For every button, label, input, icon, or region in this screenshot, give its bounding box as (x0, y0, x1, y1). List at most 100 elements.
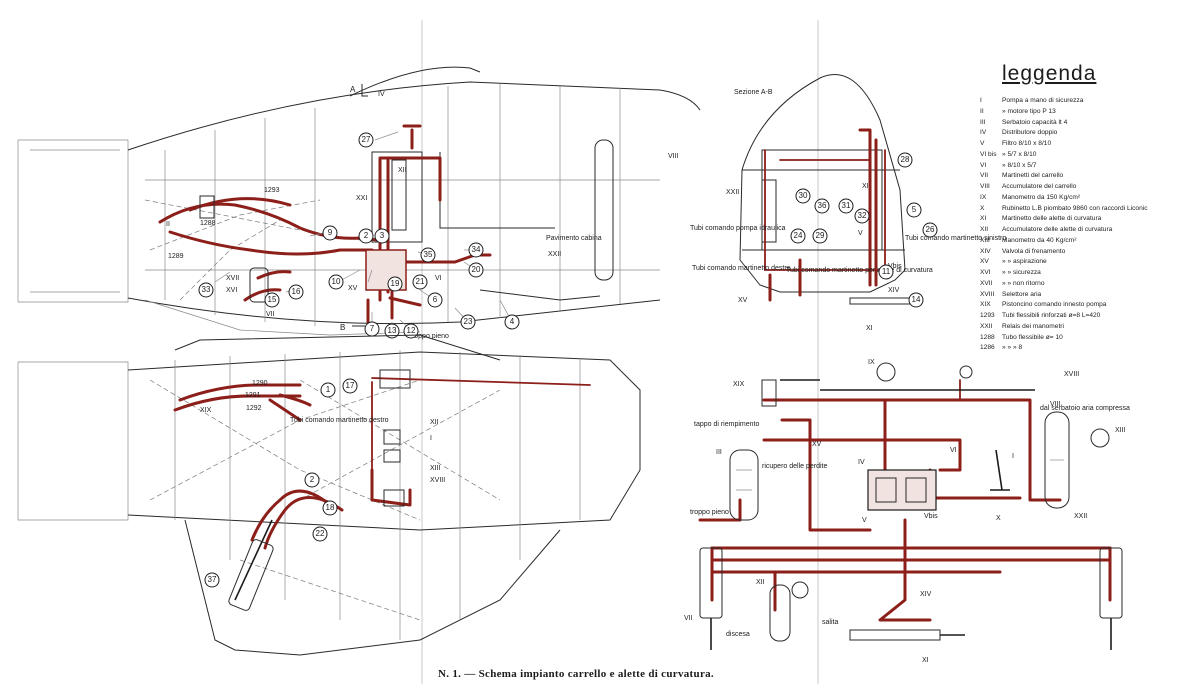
legend-item-text: Pompa a mano di sicurezza (1002, 97, 1084, 104)
svg-text:2: 2 (310, 475, 315, 484)
fuselage-plan-view: 1290 1291 1292 Tubi comando martinetto d… (17, 334, 641, 656)
svg-text:4: 4 (510, 317, 515, 326)
svg-text:17: 17 (346, 381, 355, 390)
svg-text:12: 12 (407, 326, 416, 335)
legend-item-code: III (980, 118, 986, 126)
callout: 3 (374, 228, 390, 244)
reservoir (729, 449, 759, 521)
tubi-alette-label: Tubi comando martinetto per alette di cu… (786, 267, 933, 274)
roman-label: XXII (726, 189, 739, 196)
svg-text:28: 28 (901, 155, 910, 164)
pressure-gauge (791, 581, 809, 599)
hose-1291-label: 1291 (245, 392, 261, 399)
legend-item: VI» 8/10 x 5/7 (980, 161, 1196, 172)
legend-item-text: Accumulatore delle alette di curvatura (1002, 226, 1113, 233)
svg-text:36: 36 (818, 201, 827, 210)
roman-label: VII (266, 311, 275, 318)
roman-label: XV (738, 297, 748, 304)
pressure-gauge-150 (876, 362, 896, 382)
svg-text:27: 27 (362, 135, 371, 144)
flap-cylinder (849, 629, 941, 641)
callout: 13 (384, 323, 400, 339)
roman-label: IV (378, 91, 385, 98)
legend-item-text: Martinetti del carrello (1002, 172, 1064, 180)
air-selector (959, 365, 973, 379)
roman-label: IV (858, 459, 865, 466)
callout: 28 (897, 152, 913, 168)
legend-item-code: X (980, 204, 985, 212)
hose-1288-label: 1288 (200, 220, 216, 227)
legend-item-text: » motore tipo P 13 (1002, 107, 1056, 115)
hose-1290-label: 1290 (252, 380, 268, 387)
svg-text:13: 13 (388, 326, 397, 335)
legend-item-text: Tubo flessibile ø= 10 (1002, 333, 1063, 341)
svg-text:37: 37 (208, 575, 217, 584)
roman-label: XXII (548, 251, 561, 258)
roman-label: V (858, 230, 863, 237)
section-title: Sezione A-B (734, 89, 773, 96)
svg-text:2: 2 (364, 231, 369, 240)
legend-item-text: Accumulatore del carrello (1002, 183, 1077, 190)
roman-label: XXII (1074, 513, 1087, 520)
discesa-label: discesa (726, 631, 750, 638)
callout: 12 (403, 323, 419, 339)
roman-label: VI (950, 447, 957, 454)
legend-item-text: » 8/10 x 5/7 (1002, 161, 1037, 169)
legend-item-code: 1288 (980, 333, 995, 341)
callout: 2 (358, 228, 374, 244)
legend-item-text: Distributore doppio (1002, 129, 1058, 137)
legend-item-code: V (980, 140, 985, 147)
callout: 24 (790, 228, 806, 244)
pavimento-label: Pavimento cabina (546, 235, 602, 242)
svg-text:5: 5 (912, 205, 917, 214)
legend-title: leggenda (1002, 62, 1097, 85)
tubi-martinetto-sinistro-label: Tubi comando martinetto sinistro (905, 235, 1006, 242)
legend-item-code: IX (980, 193, 987, 201)
legend-item-code: XVI (980, 269, 991, 276)
roman-label: X (996, 515, 1001, 522)
roman-label: XIX (200, 407, 212, 414)
roman-label: XII (430, 419, 439, 426)
callout: 9 (322, 225, 338, 241)
callout: 1 (320, 382, 336, 398)
callout: 17 (342, 378, 358, 394)
legend-item: XVI» » sicurezza (980, 268, 1196, 279)
svg-text:3: 3 (380, 231, 385, 240)
roman-label: VIII (1050, 401, 1061, 408)
svg-text:32: 32 (858, 211, 867, 220)
roman-label: XXI (356, 195, 367, 202)
hose-1293-label: 1293 (264, 187, 280, 194)
callout: 26 (922, 222, 938, 238)
roman-label: XIV (888, 287, 900, 294)
legend-item: VI bis» 5/7 x 8/10 (980, 150, 1196, 161)
callout: 18 (322, 500, 338, 516)
svg-text:9: 9 (328, 228, 333, 237)
roman-label: III (716, 449, 722, 456)
section-mark-b: B (340, 323, 345, 332)
callout: 31 (838, 198, 854, 214)
legend-item-text: Filtro 8/10 x 8/10 (1002, 140, 1052, 147)
roman-label: XV (812, 441, 822, 448)
legend-item-text: Rubinetto L.B piombato 9860 con raccordi… (1002, 204, 1148, 212)
legend-item-text: Valvola di frenamento (1002, 247, 1066, 255)
roman-label: V (862, 517, 867, 524)
salita-label: salita (822, 619, 838, 626)
callout: 16 (288, 284, 304, 300)
roman-label: XVIII (1064, 371, 1079, 378)
callout: 37 (204, 572, 220, 588)
callout: 14 (908, 292, 924, 308)
legend-item-text: » » » 8 (1002, 344, 1023, 352)
pump-engage-piston (761, 379, 777, 407)
callout: 34 (468, 242, 484, 258)
plan-tubi-label: Tubi comando martinetto destro (290, 417, 389, 424)
svg-text:7: 7 (370, 324, 375, 333)
legend-item-text: » » aspirazione (1002, 258, 1047, 266)
